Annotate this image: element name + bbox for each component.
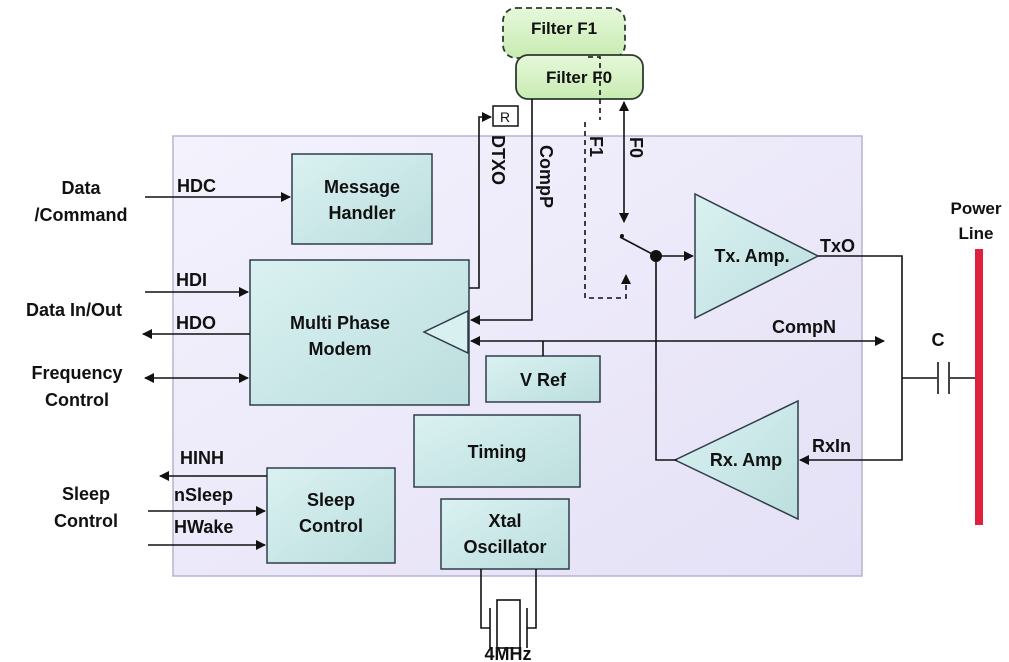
signal-rxin-label: RxIn — [812, 436, 851, 456]
signal-f0-label: F0 — [626, 137, 646, 158]
comparator-icon — [422, 309, 469, 355]
message-handler-block: Message Handler — [291, 153, 433, 245]
wire-xtal-right — [527, 569, 537, 629]
signal-hdi-label: HDI — [176, 270, 207, 290]
filter-f0-label: Filter F0 — [546, 68, 612, 87]
data-command-label-line2: /Command — [34, 205, 127, 225]
signal-hinh-label: HINH — [180, 448, 224, 468]
wire-f1 — [588, 56, 601, 120]
xtal-oscillator-block: Xtal Oscillator — [440, 498, 570, 570]
tx-amp: Tx. Amp. — [694, 192, 820, 320]
wire-txo — [799, 255, 903, 465]
frequency-control-label-line1: Frequency — [31, 363, 122, 383]
sleep-control-ext-label-line2: Control — [54, 511, 118, 531]
sleep-control-label-line1: Sleep — [307, 490, 355, 510]
junction-node — [650, 250, 662, 262]
sleep-control-label-line2: Control — [299, 516, 363, 536]
crystal-icon — [489, 599, 528, 649]
vref-block: V Ref — [485, 355, 601, 403]
resistor-label: R — [500, 109, 510, 125]
frequency-control-label-line2: Control — [45, 390, 109, 410]
modem-label-line1: Multi Phase — [290, 313, 390, 333]
modem-block: Multi Phase Modem — [249, 259, 470, 406]
modem-label-line2: Modem — [309, 339, 372, 359]
signal-compn-label: CompN — [772, 317, 836, 337]
filter-f1: Filter F1 — [502, 7, 626, 59]
signal-hdc-label: HDC — [177, 176, 216, 196]
vref-label: V Ref — [520, 370, 567, 390]
wire-dtxo — [469, 112, 492, 289]
data-in-out-label: Data In/Out — [26, 300, 122, 320]
signal-f1-label: F1 — [586, 136, 606, 157]
power-line-label-line1: Power — [950, 199, 1001, 218]
message-handler-label-line1: Message — [324, 177, 400, 197]
timing-label: Timing — [468, 442, 527, 462]
filter-f0: Filter F0 — [515, 54, 644, 100]
sleep-control-block: Sleep Control — [266, 467, 396, 564]
switch-pivot — [620, 234, 624, 238]
wire-rx-out — [655, 256, 677, 461]
signal-hwake-label: HWake — [174, 517, 233, 537]
resistor: R — [492, 105, 519, 127]
rx-amp-label: Rx. Amp — [710, 450, 782, 470]
filter-f1-label: Filter F1 — [531, 19, 597, 38]
power-line-label-line2: Line — [959, 224, 994, 243]
crystal-label: 4MHz — [484, 644, 531, 662]
message-handler-label-line2: Handler — [328, 203, 395, 223]
signal-dtxo-label: DTXO — [488, 135, 508, 185]
power-line — [975, 249, 983, 525]
wires — [142, 56, 975, 629]
xtal-label-line1: Xtal — [488, 511, 521, 531]
wire-compp — [470, 99, 533, 325]
signal-compp-label: CompP — [536, 145, 556, 208]
tx-amp-label: Tx. Amp. — [714, 246, 789, 266]
data-command-label-line1: Data — [61, 178, 101, 198]
switch-arm — [619, 236, 657, 257]
capacitor-icon — [937, 362, 950, 394]
wire-f1-switch — [584, 122, 631, 299]
wire-xtal-left — [480, 569, 490, 629]
sleep-control-ext-label-line1: Sleep — [62, 484, 110, 504]
rx-amp: Rx. Amp — [673, 399, 799, 521]
signal-nsleep-label: nSleep — [174, 485, 233, 505]
signal-hdo-label: HDO — [176, 313, 216, 333]
xtal-label-line2: Oscillator — [463, 537, 546, 557]
timing-block: Timing — [413, 414, 581, 488]
signal-txo-label: TxO — [820, 236, 855, 256]
capacitor-label: C — [932, 330, 945, 350]
